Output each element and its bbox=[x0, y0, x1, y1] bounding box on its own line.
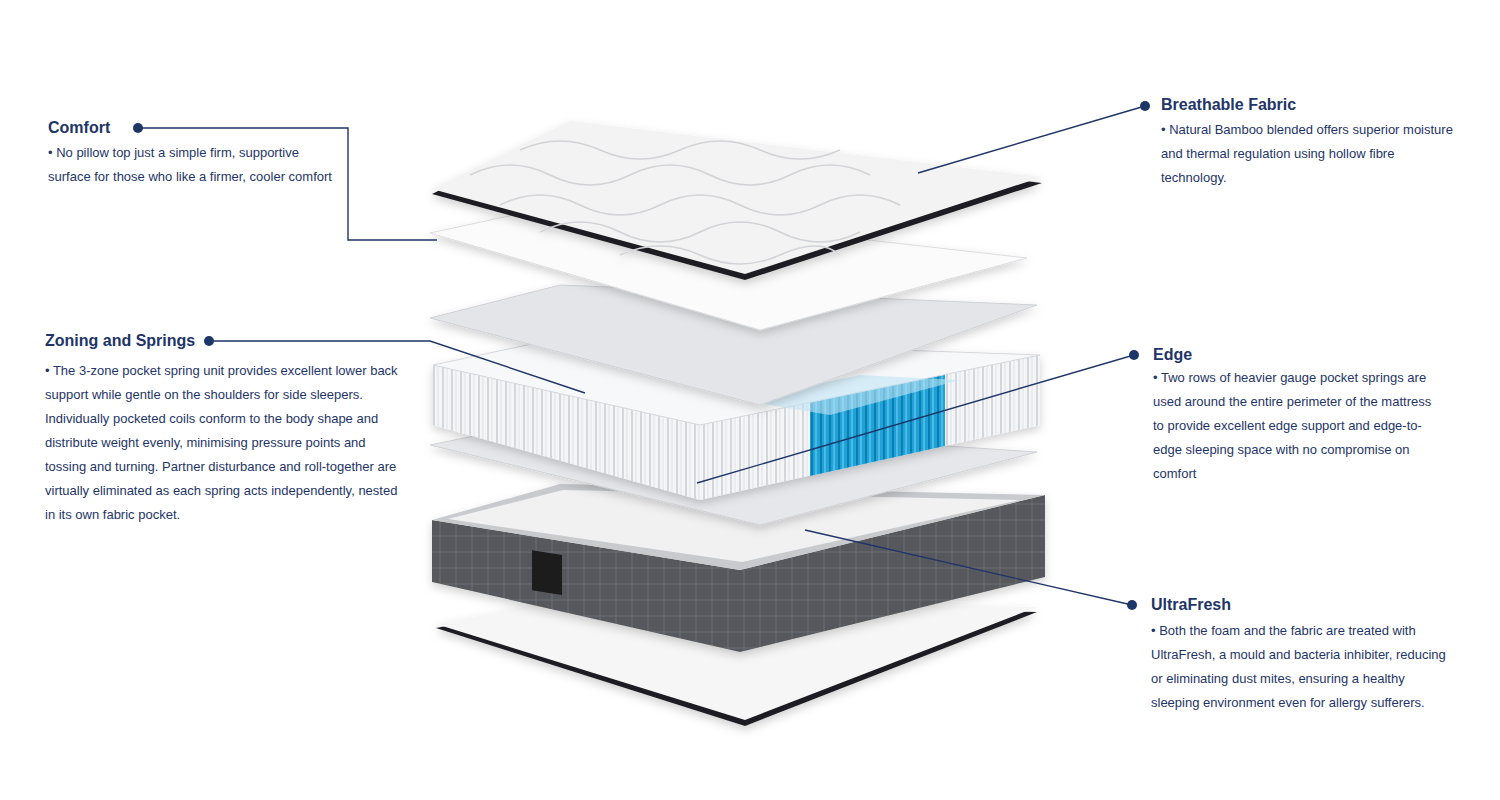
leader-dot bbox=[133, 123, 143, 133]
top-panel-face bbox=[432, 121, 1042, 274]
leader-line bbox=[697, 355, 1134, 483]
quilt-wave bbox=[500, 195, 900, 215]
quilt-wave bbox=[540, 222, 860, 242]
callout-text: • No pillow top just a simple firm, supp… bbox=[48, 141, 343, 189]
callout-heading: Edge bbox=[1153, 345, 1192, 365]
leader-dot bbox=[1140, 101, 1150, 111]
leader-line bbox=[805, 530, 1132, 605]
callout-text: • Both the foam and the fabric are treat… bbox=[1151, 619, 1451, 715]
leader-dot bbox=[1129, 350, 1139, 360]
callout-text: • The 3-zone pocket spring unit provides… bbox=[45, 359, 407, 527]
callout-heading: UltraFresh bbox=[1151, 595, 1231, 615]
brand-tag bbox=[532, 550, 562, 595]
callout-text: • Two rows of heavier gauge pocket sprin… bbox=[1153, 366, 1443, 486]
callout-heading: Zoning and Springs bbox=[45, 331, 195, 351]
quilt-wave bbox=[470, 165, 870, 185]
leader-dot bbox=[1127, 600, 1137, 610]
leader-dot bbox=[204, 336, 214, 346]
leader-line bbox=[918, 106, 1145, 173]
top-panel bbox=[432, 121, 1042, 280]
callout-heading: Comfort bbox=[48, 118, 110, 138]
quilt-wave bbox=[620, 246, 840, 264]
callout-heading: Breathable Fabric bbox=[1161, 95, 1296, 115]
quilt-stitching bbox=[470, 141, 900, 264]
callout-text: • Natural Bamboo blended offers superior… bbox=[1161, 118, 1461, 190]
quilt-wave bbox=[520, 141, 840, 159]
